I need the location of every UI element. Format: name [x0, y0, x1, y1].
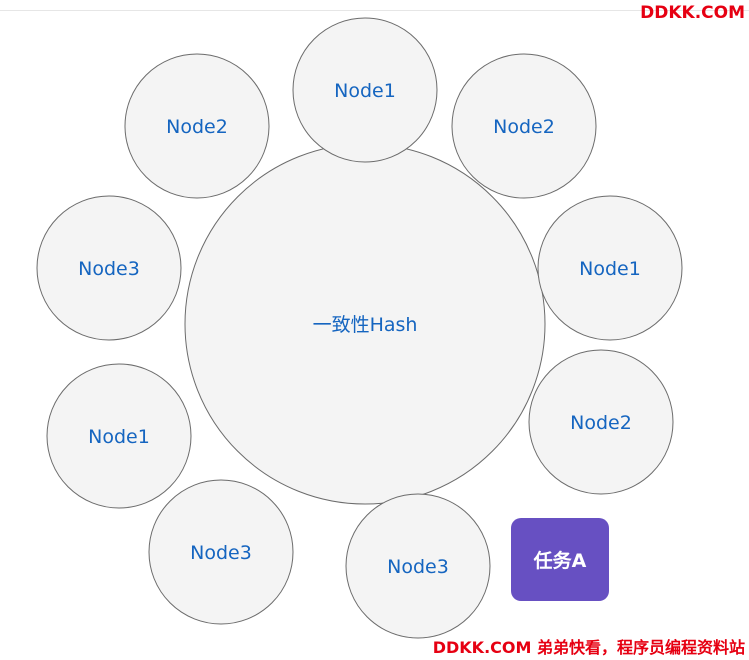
top-divider — [0, 10, 749, 11]
node-label: Node2 — [166, 116, 228, 138]
node-circle: Node1 — [292, 17, 438, 163]
hash-ring: 一致性Hash — [184, 143, 546, 505]
node-circle: Node3 — [148, 479, 294, 625]
hash-ring-label: 一致性Hash — [313, 314, 418, 336]
node-circle: Node2 — [124, 53, 270, 199]
node-label: Node2 — [493, 116, 555, 138]
node-label: Node1 — [334, 80, 396, 102]
node-label: Node3 — [190, 542, 252, 564]
node-label: Node1 — [579, 258, 641, 280]
node-circle: Node3 — [345, 493, 491, 639]
node-label: Node3 — [387, 556, 449, 578]
node-label: Node2 — [570, 412, 632, 434]
watermark-top: DDKK.COM — [640, 3, 745, 23]
node-circle: Node2 — [528, 349, 674, 495]
task-label: 任务A — [533, 550, 587, 572]
node-circle: Node1 — [46, 363, 192, 509]
node-label: Node3 — [78, 258, 140, 280]
task-box: 任务A — [511, 518, 609, 601]
node-circle: Node2 — [451, 53, 597, 199]
watermark-bottom: DDKK.COM 弟弟快看，程序员编程资料站 — [432, 638, 745, 657]
node-circle: Node1 — [537, 195, 683, 341]
node-label: Node1 — [88, 426, 150, 448]
node-circle: Node3 — [36, 195, 182, 341]
